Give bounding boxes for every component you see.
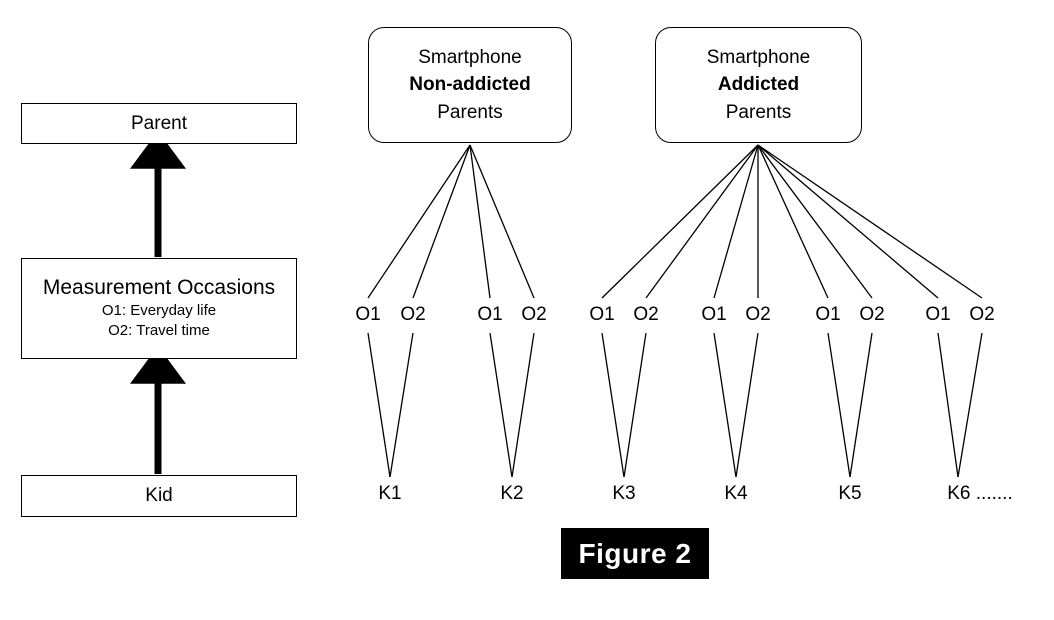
kid-label-k4: K4 bbox=[724, 483, 748, 504]
measurement-occasions-title: Measurement Occasions bbox=[42, 275, 276, 299]
group-box-non-addicted-parents: Smartphone Non-addicted Parents bbox=[368, 27, 572, 143]
occasion-o1-description: O1: Everyday life bbox=[101, 301, 217, 319]
parent-box-label: Parent bbox=[131, 112, 187, 134]
occasion-label-k4-o2: O2 bbox=[745, 304, 771, 325]
kid-box-label: Kid bbox=[145, 485, 173, 507]
v-connector-k6 bbox=[937, 332, 983, 478]
occasion-label-k5-o2: O2 bbox=[859, 304, 885, 325]
non-addicted-line-2: Non-addicted bbox=[409, 74, 531, 96]
occasion-label-k1-o1: O1 bbox=[355, 304, 381, 325]
non-addicted-line-1: Smartphone bbox=[418, 46, 522, 68]
measurement-occasions-box: Measurement Occasions O1: Everyday life … bbox=[21, 258, 297, 359]
v-connector-k5 bbox=[827, 332, 873, 478]
fan-addicted bbox=[601, 144, 983, 299]
v-connector-k2 bbox=[489, 332, 535, 478]
occasion-o2-description: O2: Travel time bbox=[108, 322, 210, 340]
occasion-label-k2-o2: O2 bbox=[521, 304, 547, 325]
addicted-line-2: Addicted bbox=[717, 74, 800, 96]
non-addicted-line-3: Parents bbox=[437, 101, 503, 123]
kid-label-k5: K5 bbox=[838, 483, 862, 504]
occasion-label-k4-o1: O1 bbox=[701, 304, 727, 325]
kid-box: Kid bbox=[21, 475, 297, 517]
kid-label-k2: K2 bbox=[500, 483, 524, 504]
figure-caption: Figure 2 bbox=[561, 528, 709, 579]
occasion-label-k5-o1: O1 bbox=[815, 304, 841, 325]
fan-non-addicted bbox=[367, 144, 535, 299]
v-connector-k4 bbox=[713, 332, 759, 478]
v-connector-k3 bbox=[601, 332, 647, 478]
occasion-label-k2-o1: O1 bbox=[477, 304, 503, 325]
occasion-label-k3-o2: O2 bbox=[633, 304, 659, 325]
kid-label-k6: K6 ....... bbox=[947, 483, 1013, 504]
kid-label-k3: K3 bbox=[612, 483, 636, 504]
occasion-label-k6-o2: O2 bbox=[969, 304, 995, 325]
v-connector-k1 bbox=[367, 332, 414, 478]
occasion-label-k1-o2: O2 bbox=[400, 304, 426, 325]
addicted-line-1: Smartphone bbox=[706, 46, 811, 68]
group-box-addicted-parents: Smartphone Addicted Parents bbox=[655, 27, 862, 143]
occasion-label-k3-o1: O1 bbox=[589, 304, 615, 325]
kid-label-k1: K1 bbox=[378, 483, 402, 504]
addicted-line-3: Parents bbox=[725, 101, 792, 123]
parent-box: Parent bbox=[21, 103, 297, 144]
occasion-label-k6-o1: O1 bbox=[925, 304, 951, 325]
